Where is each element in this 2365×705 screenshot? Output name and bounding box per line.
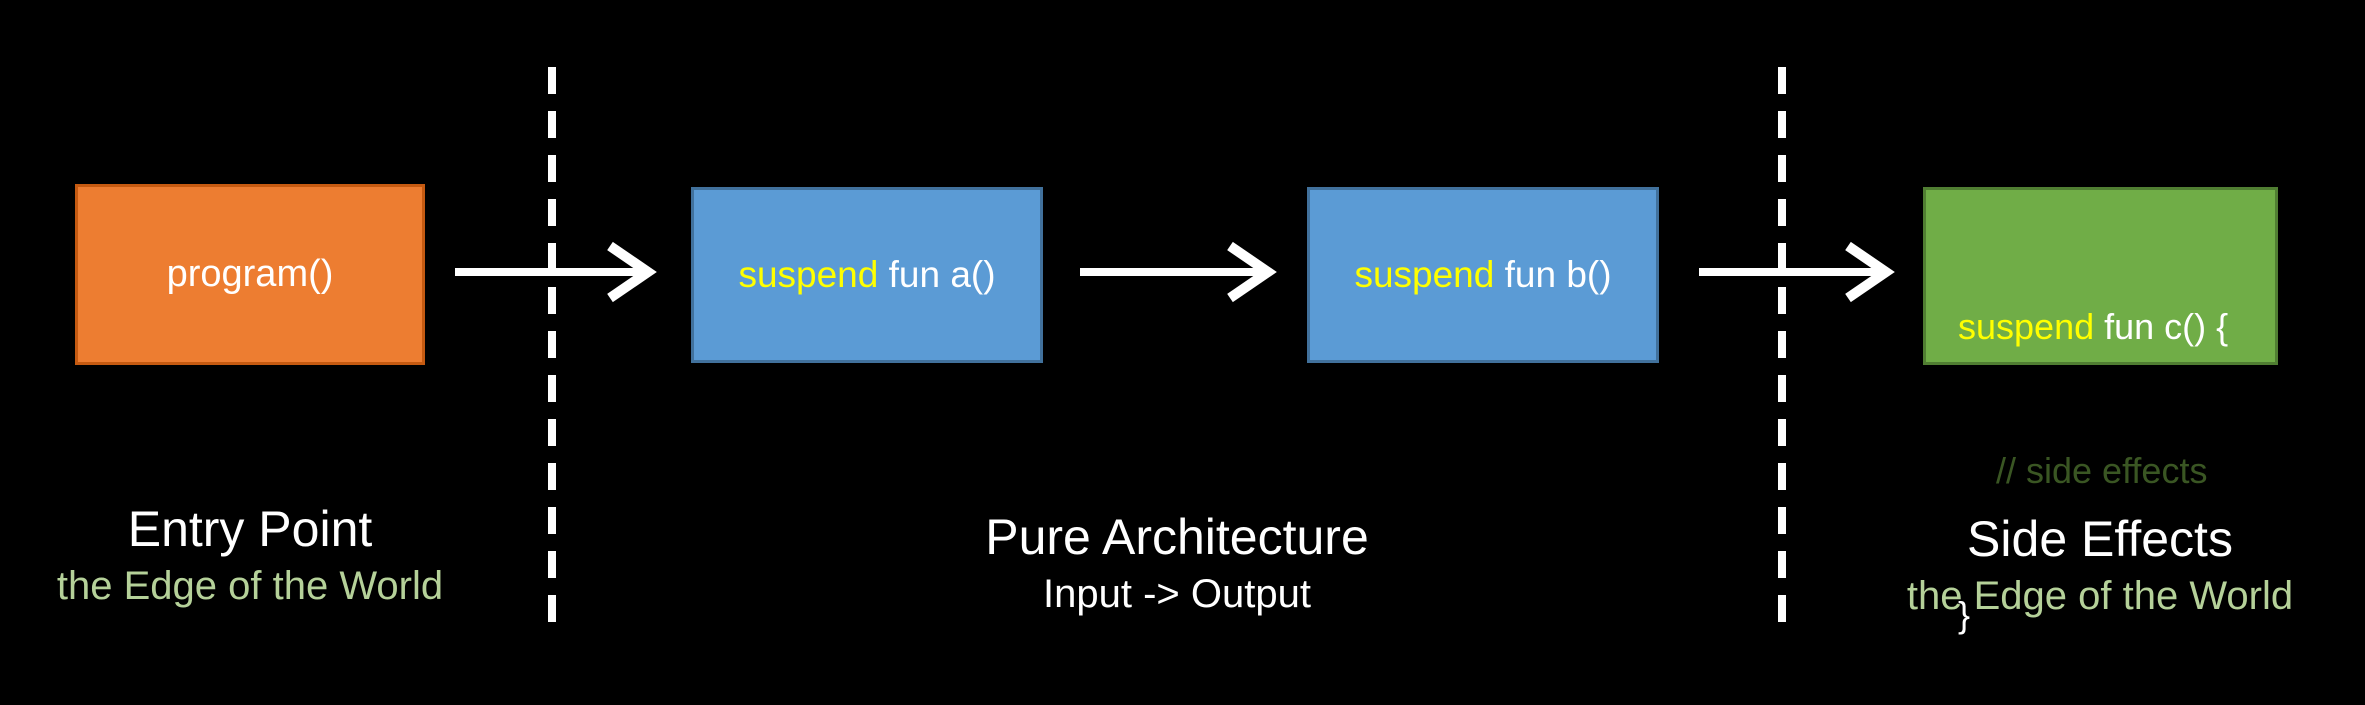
suspend-fun-b-box: suspend fun b() xyxy=(1307,187,1659,363)
program-box: program() xyxy=(75,184,425,365)
keyword-suspend: suspend xyxy=(1354,254,1495,295)
arrow-program-to-a xyxy=(455,241,657,303)
side-effects-subtitle: the Edge of the World xyxy=(1906,574,2294,618)
suspend-fun-c-box: suspend fun c() { // side effects } xyxy=(1923,187,2278,635)
fun-c-comment: // side effects xyxy=(1996,450,2208,491)
fun-c-signature: fun c() { xyxy=(2094,306,2229,347)
fun-c-line1: suspend fun c() { xyxy=(1958,303,2275,351)
arrow-a-to-b xyxy=(1080,241,1277,303)
keyword-suspend: suspend xyxy=(1958,306,2095,347)
entry-point-subtitle: the Edge of the World xyxy=(56,564,444,608)
keyword-suspend: suspend xyxy=(738,254,879,295)
suspend-fun-a-label: suspend fun a() xyxy=(738,254,995,296)
program-box-label: program() xyxy=(166,253,334,295)
fun-a-signature: fun a() xyxy=(878,254,996,295)
pure-architecture-subtitle: Input -> Output xyxy=(1043,572,1311,616)
fun-b-signature: fun b() xyxy=(1494,254,1612,295)
side-effects-section-label: Side Effects the Edge of the World xyxy=(1880,508,2320,622)
entry-point-title: Entry Point xyxy=(127,501,373,557)
arrow-b-to-c xyxy=(1699,241,1895,303)
pure-architecture-section-label: Pure Architecture Input -> Output xyxy=(957,506,1397,620)
suspend-fun-a-box: suspend fun a() xyxy=(691,187,1043,363)
side-effects-title: Side Effects xyxy=(1967,511,2233,567)
suspend-fun-b-label: suspend fun b() xyxy=(1354,254,1611,296)
fun-c-closing-brace: } xyxy=(1958,594,1971,635)
pure-architecture-title: Pure Architecture xyxy=(985,509,1369,565)
entry-point-section-label: Entry Point the Edge of the World xyxy=(30,498,470,612)
